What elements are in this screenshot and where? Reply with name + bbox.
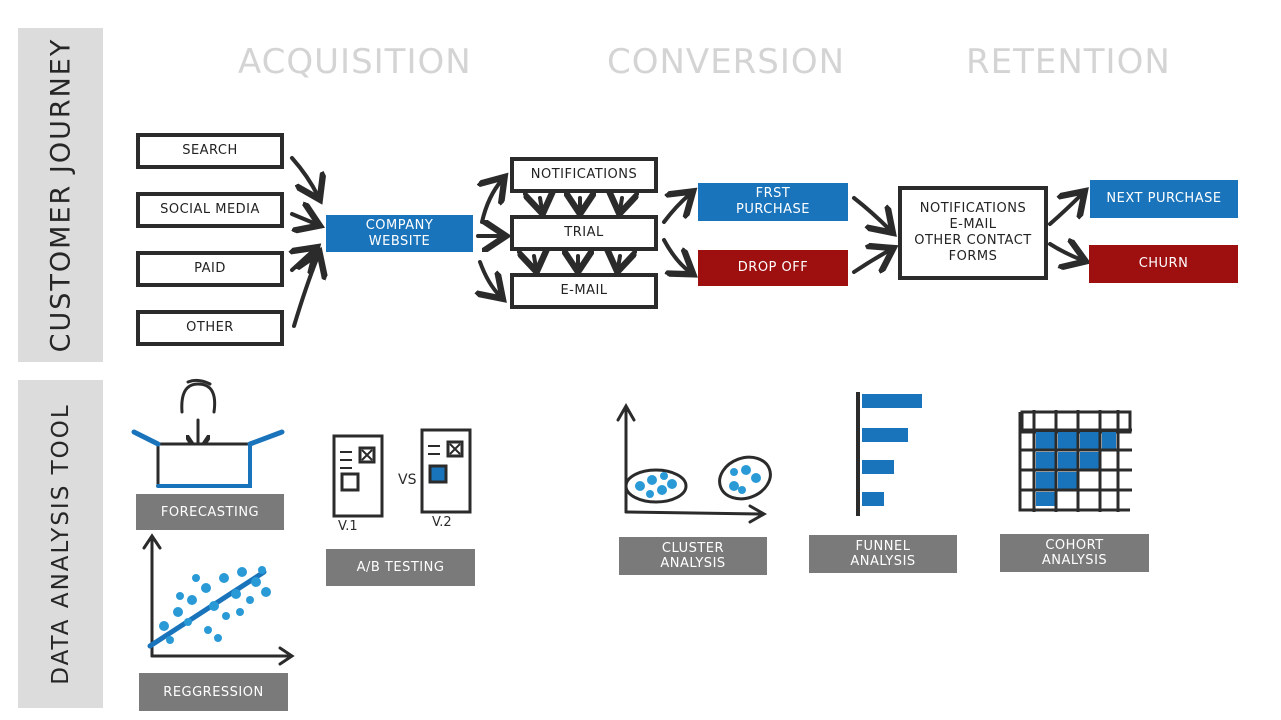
arrow-website-to-email [480,260,500,296]
arrow-purchase-to-contact [852,196,890,230]
arrow-paid-to-website [292,250,314,270]
ab-testing-illustration [332,428,472,518]
data-analysis-tool-section-label: DATA ANALYSIS TOOL [18,380,103,708]
arrow-contact-to-next [1048,194,1082,226]
channel-social-media: SOCIAL MEDIA [136,192,284,228]
arrow-down-3 [620,198,622,210]
arrow-down-1 [540,198,542,210]
channel-paid: PAID [136,251,284,287]
stage-retention: RETENTION [966,42,1171,82]
tool-regression: REGGRESSION [139,673,288,711]
nurture-trial: TRIAL [510,215,658,251]
churn-box: CHURN [1089,245,1238,283]
customer-journey-section-label: CUSTOMER JOURNEY [18,28,103,362]
arrow-down-4 [534,256,536,268]
nurture-email: E-MAIL [510,273,658,309]
contact-methods-box: NOTIFICATIONS E-MAIL OTHER CONTACT FORMS [898,186,1048,280]
ab-v1-label: V.1 [338,519,358,534]
arrow-search-to-website [290,156,318,196]
ab-v2-label: V.2 [432,515,452,530]
drop-off-box: DROP OFF [698,250,848,286]
channel-other: OTHER [136,310,284,346]
arrow-contact-to-churn [1048,244,1082,260]
tool-forecasting: FORECASTING [136,494,284,530]
funnel-illustration [856,392,922,516]
arrow-down-6 [618,256,620,268]
forecasting-illustration [131,378,285,488]
arrow-other-to-website [292,256,318,328]
arrow-to-first-purchase [662,194,690,224]
arrow-website-to-notifications [482,180,502,224]
nurture-notifications: NOTIFICATIONS [510,157,658,193]
arrow-social-to-website [290,214,316,224]
next-purchase-box: NEXT PURCHASE [1090,180,1238,218]
tool-ab-testing: A/B TESTING [326,549,475,586]
stage-conversion: CONVERSION [607,42,846,82]
arrow-dropoff-to-contact [852,250,890,274]
arrow-to-drop-off [662,238,690,272]
channel-search: SEARCH [136,133,284,169]
regression-illustration [142,533,295,666]
ab-vs-label: VS [398,472,417,488]
cluster-illustration [616,402,772,524]
cohort-illustration [1018,410,1132,512]
stage-acquisition: ACQUISITION [238,42,472,82]
